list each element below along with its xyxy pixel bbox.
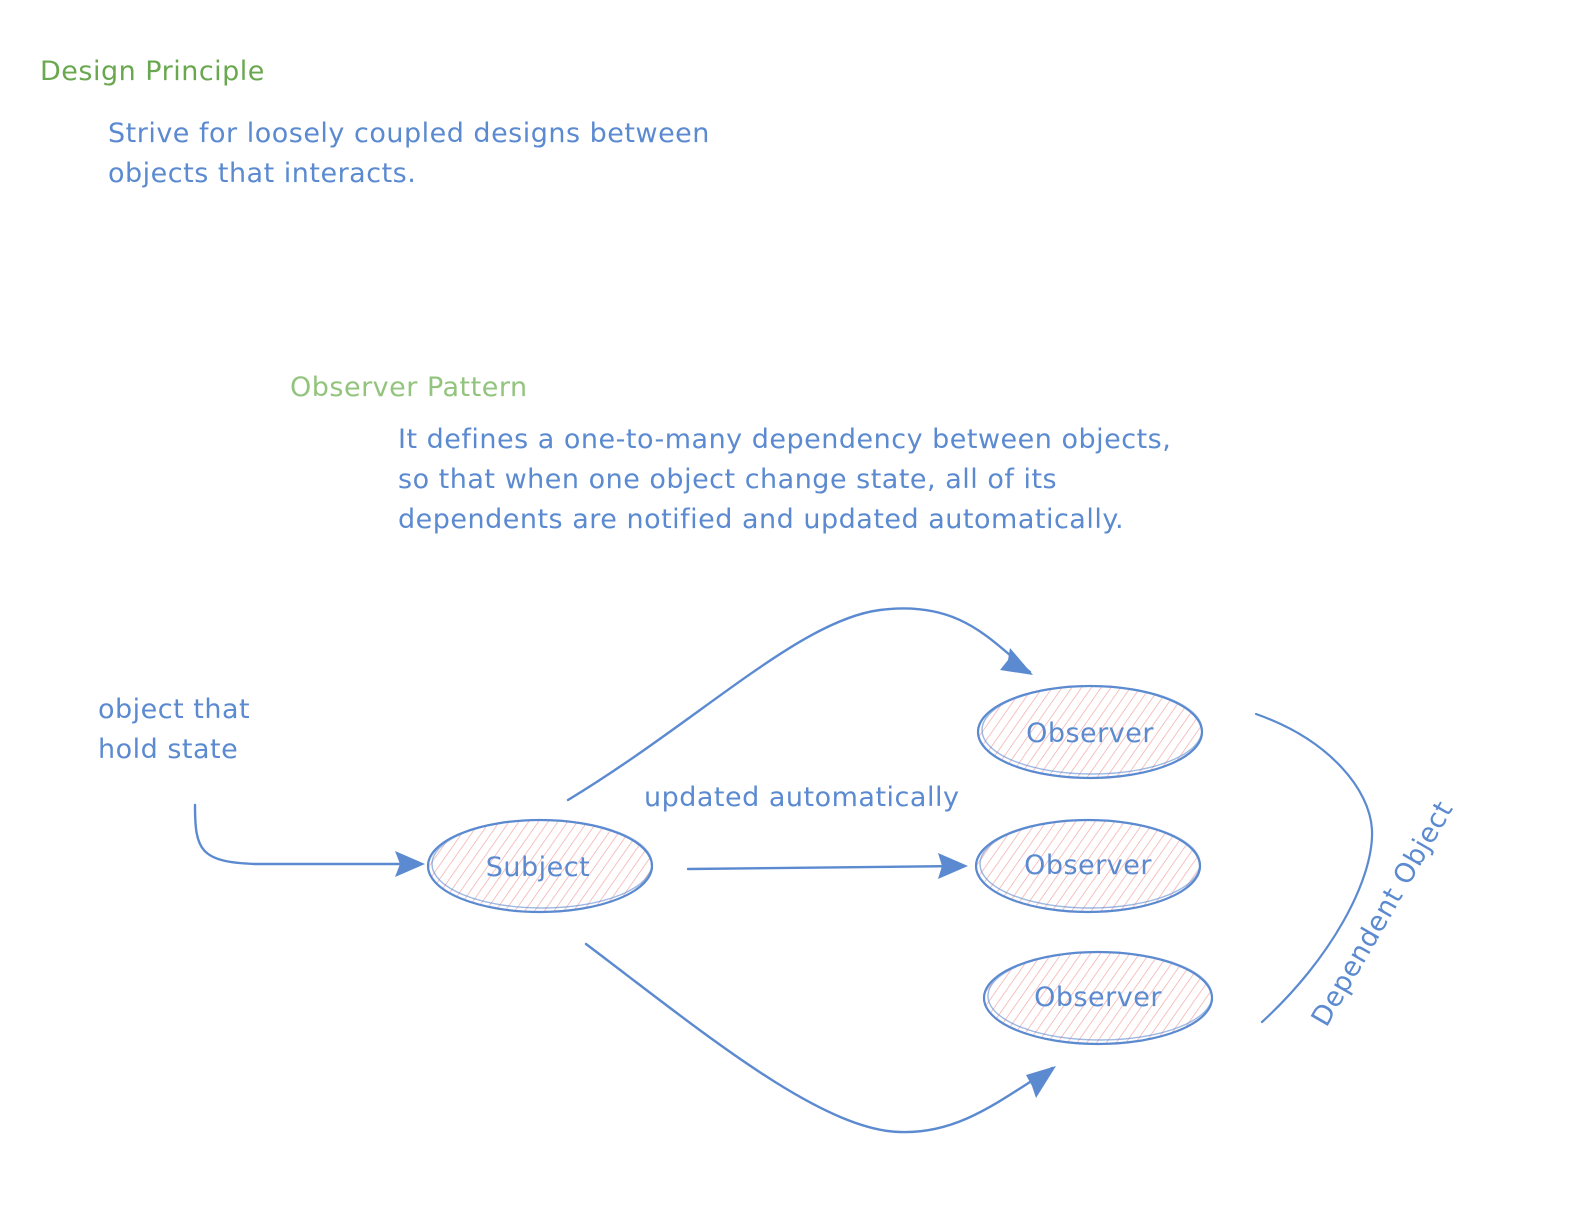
observer-node-3: Observer [982,950,1214,1046]
state-note-arrow [193,803,422,866]
design-principle-line-1: Strive for loosely coupled designs betwe… [108,118,710,149]
subject-node: Subject [426,818,654,914]
dependent-object-label: Dependent Object [1306,796,1460,1032]
arrowhead-observer-1 [1000,648,1033,675]
design-principle-heading: Design Principle [40,56,265,87]
arrow-to-observer-3 [584,942,1054,1134]
observer-pattern-line-3: dependents are notified and updated auto… [398,504,1124,535]
observer-label-2: Observer [1024,850,1152,881]
observer-pattern-heading: Observer Pattern [290,372,528,403]
observer-node-2: Observer [974,818,1202,914]
arrowhead-observer-3 [1026,1066,1056,1098]
arrowhead-observer-2 [938,853,968,879]
state-note-arrowhead [395,851,425,877]
design-principle-line-2: objects that interacts. [108,158,416,189]
observer-label-3: Observer [1034,982,1162,1013]
observer-pattern-line-2: so that when one object change state, al… [398,464,1057,495]
observer-group-brace [1254,712,1374,1024]
observer-node-1: Observer [976,684,1204,780]
arrow-to-observer-2 [686,864,964,871]
subject-label: Subject [486,852,590,883]
update-label: updated automatically [644,782,959,813]
arrow-to-observer-1 [566,607,1032,802]
observer-label-1: Observer [1026,718,1154,749]
state-note-line-2: hold state [98,734,238,765]
state-note-line-1: object that [98,694,250,725]
observer-pattern-line-1: It defines a one-to-many dependency betw… [398,424,1171,455]
